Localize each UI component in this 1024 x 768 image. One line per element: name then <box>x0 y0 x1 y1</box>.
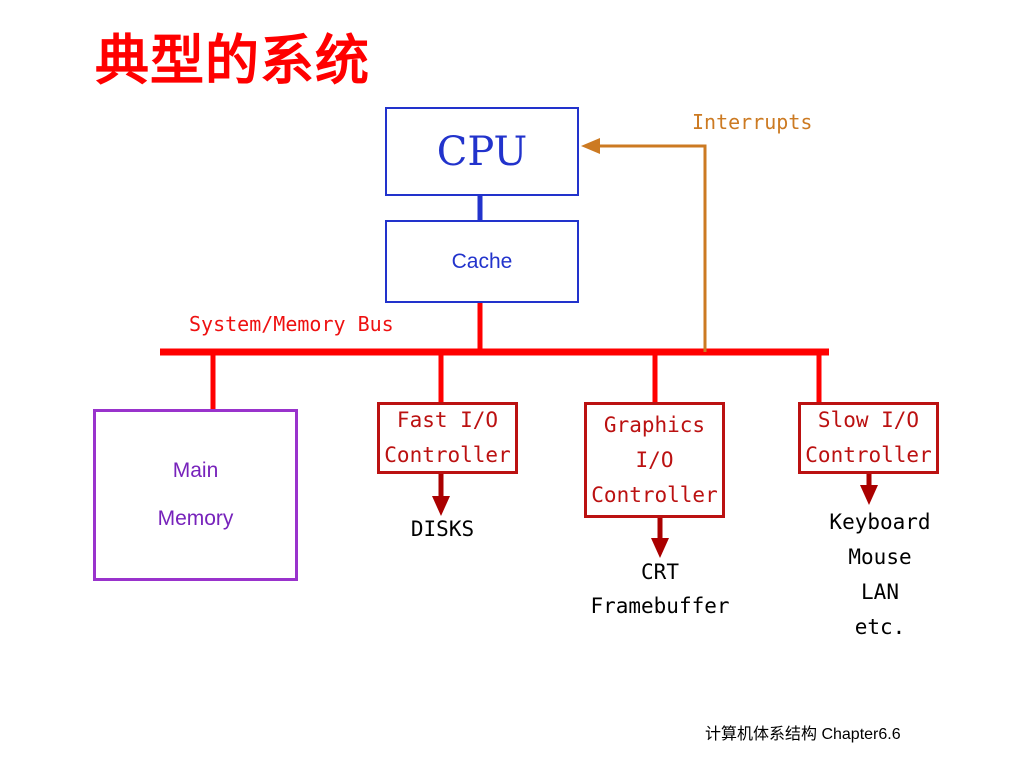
fast-io-label-line2: Controller <box>384 443 511 467</box>
disks-label: DISKS <box>410 517 475 541</box>
slide-footer: 计算机体系结构 Chapter6.6 <box>705 726 901 743</box>
slow-io-label-line1: Slow I/O <box>817 408 920 432</box>
main-memory-box: Main Memory <box>93 409 298 581</box>
slow-device-item: Keyboard <box>829 510 931 534</box>
graphics-io-controller-box: Graphics I/O Controller <box>584 402 725 518</box>
crt-framebuffer-label: CRT Framebuffer <box>580 555 740 623</box>
cache-label: Cache <box>451 249 513 273</box>
fast-io-controller-box: Fast I/O Controller <box>377 402 518 474</box>
interrupts-line <box>598 144 707 352</box>
cpu-label: CPU <box>436 128 528 175</box>
slow-io-controller-box: Slow I/O Controller <box>798 402 939 474</box>
slow-device-item: Mouse <box>848 545 912 569</box>
fast-io-label-line1: Fast I/O <box>396 408 499 432</box>
main-memory-label-line2: Memory <box>157 507 234 530</box>
cpu-box: CPU <box>385 107 579 196</box>
interrupts-arrowhead <box>581 138 600 154</box>
crt-label-line1: CRT <box>641 560 679 584</box>
slow-io-arrowhead <box>860 485 878 505</box>
graphics-io-label-line1: Graphics <box>603 412 706 437</box>
slow-device-item: LAN <box>861 580 899 604</box>
graphics-io-label-line3: Controller <box>591 482 718 507</box>
cache-box: Cache <box>385 220 579 303</box>
fast-io-arrowhead <box>432 496 450 516</box>
slow-devices-list: Keyboard Mouse LAN etc. <box>815 505 945 645</box>
graphics-io-label-line2: I/O <box>635 447 674 472</box>
main-memory-label-line1: Main <box>172 459 219 482</box>
system-memory-bus-label: System/Memory Bus <box>189 312 394 336</box>
slow-device-item: etc. <box>854 615 906 639</box>
slide-title: 典型的系统 <box>95 28 370 92</box>
slow-io-label-line2: Controller <box>805 443 932 467</box>
interrupts-label: Interrupts <box>692 110 813 134</box>
graphics-io-arrowhead <box>651 538 669 558</box>
crt-label-line2: Framebuffer <box>590 594 730 618</box>
